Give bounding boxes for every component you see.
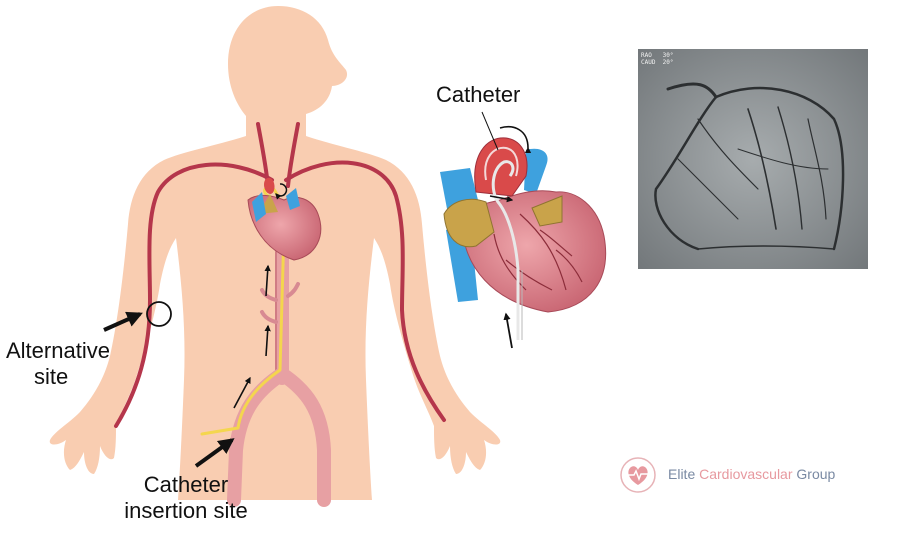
alternative-site-label-line2: site [34, 364, 69, 389]
heart-logo-icon [620, 457, 656, 493]
angiogram-drawing [638, 49, 868, 269]
catheter-insertion-site-label-line2: insertion site [124, 498, 248, 523]
large-heart [440, 111, 607, 349]
logo-word-group: Group [796, 466, 836, 482]
flow-arrows [233, 264, 271, 409]
angiogram-overlay-line2: CAUD 20° [641, 59, 674, 66]
alternative-site-arrow [103, 311, 143, 332]
body-heart [247, 177, 322, 261]
logo-word-cardiovascular: Cardiovascular [699, 466, 793, 482]
elite-cardiovascular-logo: Elite Cardiovascular Group [618, 455, 868, 495]
alternative-site-label: Alternative site [6, 338, 110, 390]
catheter-label: Catheter [436, 82, 521, 107]
insertion-site-arrow [194, 438, 235, 468]
angiogram-overlay-line1: RAO 30° [641, 52, 674, 59]
alternative-site-label-line1: Alternative [6, 338, 110, 363]
logo-text: Elite Cardiovascular Group [668, 465, 835, 483]
logo-word-elite: Elite [668, 466, 696, 482]
coronary-angiogram-image: RAO 30° CAUD 20° [638, 49, 868, 269]
angiogram-overlay-text: RAO 30° CAUD 20° [641, 52, 674, 66]
catheter-insertion-site-label-line1: Catheter [143, 472, 229, 497]
alternative-site-marker [146, 301, 172, 327]
catheter-insertion-site-label: Catheter insertion site [116, 472, 256, 524]
